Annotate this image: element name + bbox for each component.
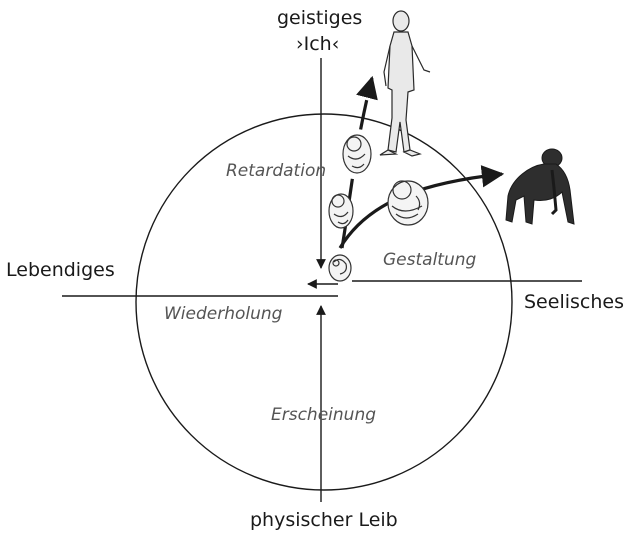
label-right: Seelisches — [524, 291, 624, 313]
human-figure-icon — [379, 10, 431, 157]
label-top-line1: geistiges — [277, 7, 363, 29]
label-wiederholung: Wiederholung — [164, 304, 283, 324]
embryo-icon — [342, 134, 372, 174]
label-erscheinung: Erscheinung — [271, 405, 377, 425]
label-left: Lebendiges — [6, 259, 115, 281]
label-retardation: Retardation — [226, 161, 327, 181]
label-gestaltung: Gestaltung — [383, 250, 477, 270]
label-top-line2: ›Ich‹ — [296, 33, 340, 55]
label-bottom: physischer Leib — [250, 509, 398, 531]
chimpanzee-icon — [505, 148, 575, 225]
embryo-icon — [328, 254, 352, 282]
embryo-icon — [387, 180, 429, 226]
embryo-icon — [328, 193, 354, 229]
main-circle — [135, 113, 513, 491]
